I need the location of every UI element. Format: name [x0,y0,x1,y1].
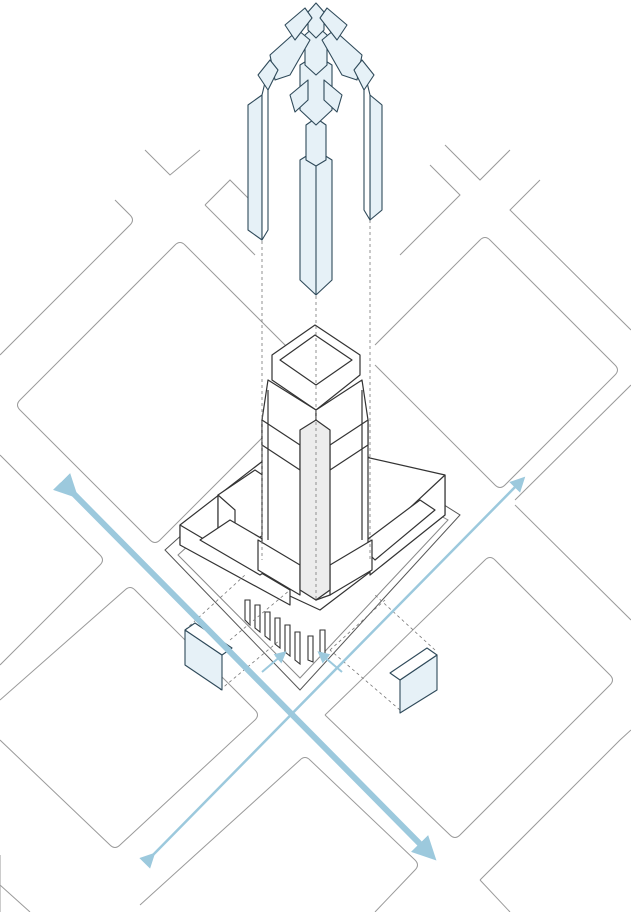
city-block [0,454,103,666]
secondary-axis-arrow [139,476,526,869]
tower-shaft [257,324,373,601]
crown-tier-left-2 [284,7,313,41]
city-block [509,179,631,331]
crown-finial [307,2,325,39]
crown-exploded [247,2,383,296]
lobby-colonnade [244,599,326,666]
city-block [139,757,418,912]
crown-shoulder-right [353,59,375,91]
city-block [399,164,461,256]
crown-mid-left [289,79,309,113]
crown-fin-right [369,94,383,221]
city-block [444,144,511,181]
city-block [204,204,256,256]
city-block [479,729,631,881]
street-grid [0,144,631,912]
city-block [0,884,31,912]
entry-arrow-left [261,651,287,673]
city-block [0,199,133,356]
crown-fin-left [247,94,263,241]
tower-roof-inner [279,334,353,386]
tower-core-strip [299,419,331,601]
entry-arrow-right [317,651,343,673]
city-block [514,384,631,501]
city-block [144,149,201,176]
city-block [514,504,631,621]
crown-shoulder-left [257,59,279,91]
crown-tier-right-2 [319,7,348,41]
city-block [204,179,251,206]
circulation-arrows [53,473,526,869]
tower-roof [271,324,361,411]
city-block [479,879,511,912]
crown-mid-right [323,79,343,113]
city-block [374,237,618,488]
